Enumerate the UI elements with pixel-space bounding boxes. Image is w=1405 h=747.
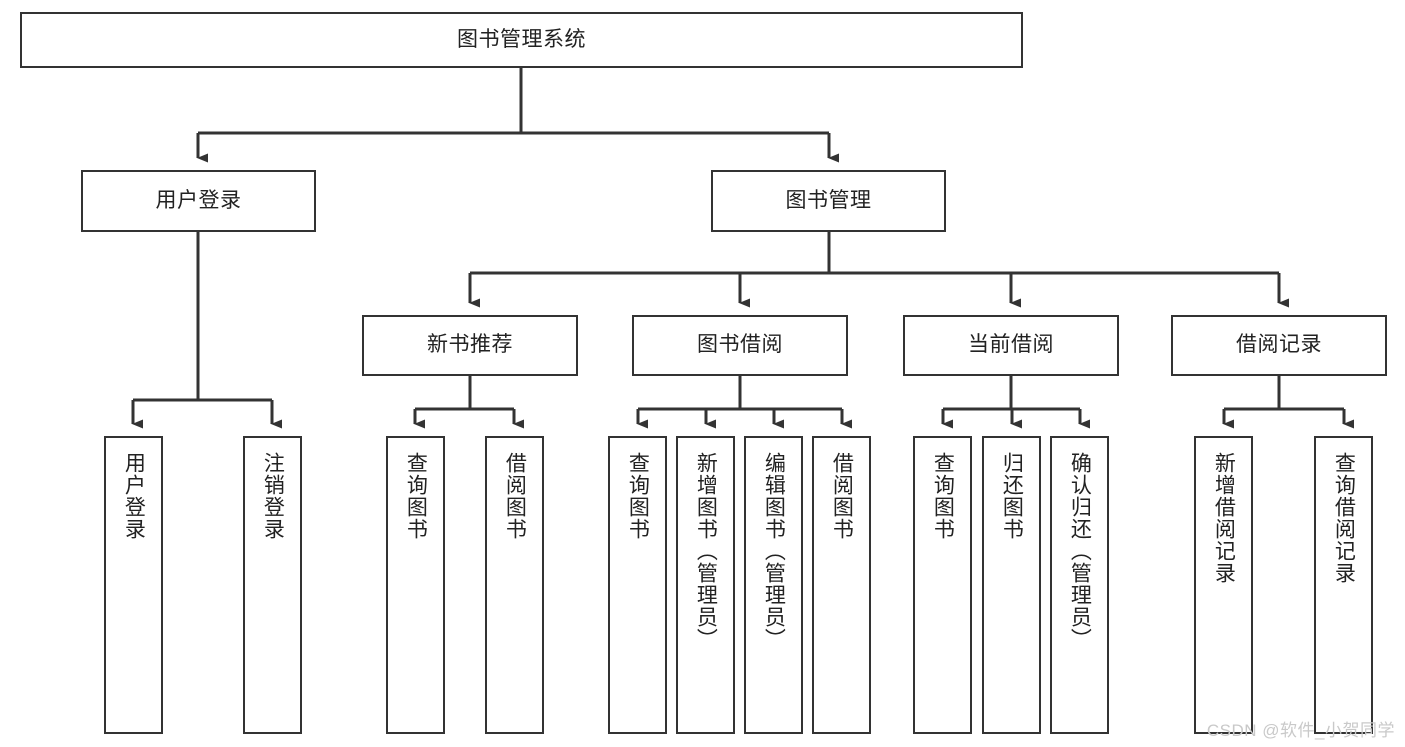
node-label-leaf-query-book-3: 查询图书 — [931, 452, 955, 540]
node-new-book-recommend[interactable]: 新书推荐 — [362, 315, 578, 376]
node-leaf-user-login[interactable]: 用户登录 — [104, 436, 163, 734]
node-leaf-query-book-1[interactable]: 查询图书 — [386, 436, 445, 734]
node-label-leaf-borrow-book-2: 借阅图书 — [830, 452, 854, 540]
node-label-leaf-borrow-book-1: 借阅图书 — [503, 452, 527, 540]
node-label-leaf-return-book: 归还图书 — [1000, 452, 1024, 540]
node-borrow-record[interactable]: 借阅记录 — [1171, 315, 1387, 376]
node-label-new-book-recommend: 新书推荐 — [427, 333, 513, 357]
node-leaf-edit-book[interactable]: 编辑图书（管理员） — [744, 436, 803, 734]
node-label-book-borrow: 图书借阅 — [697, 333, 783, 357]
node-label-user-login: 用户登录 — [155, 188, 242, 212]
node-leaf-add-record[interactable]: 新增借阅记录 — [1194, 436, 1253, 734]
node-leaf-borrow-book-2[interactable]: 借阅图书 — [812, 436, 871, 734]
node-label-current-borrow: 当前借阅 — [968, 333, 1054, 357]
node-label-leaf-query-book-2: 查询图书 — [626, 452, 650, 540]
node-leaf-confirm-return[interactable]: 确认归还（管理员） — [1050, 436, 1109, 734]
node-label-book-manage: 图书管理 — [785, 188, 872, 212]
node-root-book-management-system[interactable]: 图书管理系统 — [20, 12, 1023, 68]
node-user-login[interactable]: 用户登录 — [81, 170, 316, 232]
node-book-borrow[interactable]: 图书借阅 — [632, 315, 848, 376]
node-leaf-borrow-book-1[interactable]: 借阅图书 — [485, 436, 544, 734]
node-book-manage[interactable]: 图书管理 — [711, 170, 946, 232]
node-leaf-logout[interactable]: 注销登录 — [243, 436, 302, 734]
node-label-leaf-add-book: 新增图书（管理员） — [694, 452, 718, 650]
node-leaf-query-book-3[interactable]: 查询图书 — [913, 436, 972, 734]
node-label-leaf-confirm-return: 确认归还（管理员） — [1068, 452, 1092, 650]
node-label-leaf-edit-book: 编辑图书（管理员） — [762, 452, 786, 650]
node-label-leaf-logout: 注销登录 — [261, 452, 285, 540]
node-label-leaf-query-book-1: 查询图书 — [404, 452, 428, 540]
node-leaf-query-book-2[interactable]: 查询图书 — [608, 436, 667, 734]
node-current-borrow[interactable]: 当前借阅 — [903, 315, 1119, 376]
node-label-leaf-add-record: 新增借阅记录 — [1212, 452, 1236, 584]
node-leaf-add-book[interactable]: 新增图书（管理员） — [676, 436, 735, 734]
node-leaf-return-book[interactable]: 归还图书 — [982, 436, 1041, 734]
node-label-root: 图书管理系统 — [457, 27, 586, 51]
node-label-borrow-record: 借阅记录 — [1236, 333, 1322, 357]
node-label-leaf-query-record: 查询借阅记录 — [1332, 452, 1356, 584]
node-leaf-query-record[interactable]: 查询借阅记录 — [1314, 436, 1373, 734]
csdn-watermark: CSDN @软件_小贺同学 — [1206, 721, 1395, 740]
node-label-leaf-user-login: 用户登录 — [122, 452, 146, 540]
